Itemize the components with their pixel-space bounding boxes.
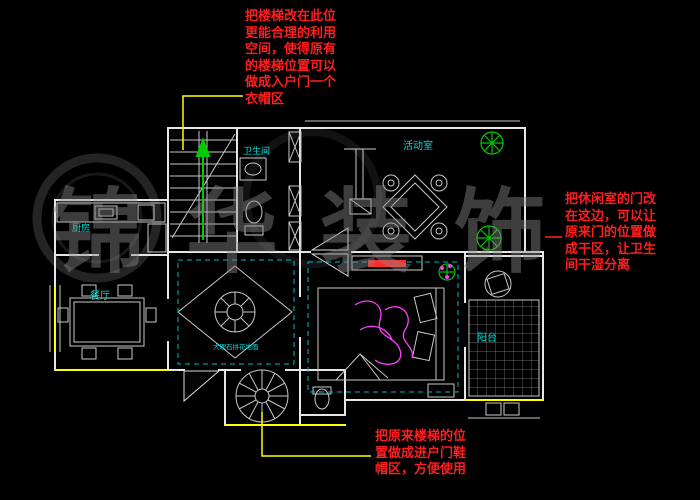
balcony-tile-floor [468,299,540,397]
leader-lines [182,95,371,457]
watermark-emblem [32,128,382,283]
annotation-leisure-room-door: 把休闲室的门改 在这边，可以让 原来门的位置做 成干区，让卫生 间干湿分离 [565,191,656,274]
label-bathroom: 卫生间 [243,145,270,156]
annotation-line: 衣帽区 [245,90,285,106]
door-symbols [183,227,349,403]
annotation-line: 把休闲室的门改 [565,191,657,206]
annotation-line: 在这边，可以让 [565,207,657,223]
flower-accents [440,264,452,279]
annotation-line: 的楼梯位置可以 [245,57,337,73]
annotation-line: 置做成进户门鞋 [375,444,467,460]
annotation-stairs-relocation: 把楼梯改在此位 更能合理的利用 空间，使得原有 的楼梯位置可以 做成入户门一个 … [245,8,336,107]
annotation-line: 帽区，方便使用 [375,461,467,476]
annotation-line: 做成入户门一个 [245,74,337,89]
annotation-entry-shoe-area: 把原来楼梯的位 置做成进户门鞋 帽区，方便使用 [375,428,466,478]
room-labels: 卫生间 活动室 厨房 餐厅 阳台 大理石拼花地面 [72,139,497,351]
label-activity-room: 活动室 [403,139,433,152]
tv-accent [368,260,406,267]
window-lines [54,285,543,426]
stair-arrow [195,137,211,240]
label-balcony: 阳台 [477,331,497,344]
annotation-line: 间干湿分离 [565,257,631,272]
label-kitchen: 厨房 [72,222,90,233]
label-dining: 餐厅 [90,289,110,302]
label-foyer-note: 大理石拼花地面 [213,342,259,351]
annotation-line: 把楼梯改在此位 [245,8,337,23]
annotation-line: 原来门的位置做 [565,224,657,239]
annotation-line: 把原来楼梯的位 [375,428,467,443]
furniture-accents [354,300,413,365]
plant-icon [438,131,504,281]
annotation-line: 空间，使得原有 [245,41,337,56]
annotation-line: 成干区，让卫生 [565,240,657,256]
annotation-line: 更能合理的利用 [245,24,337,40]
walls [54,127,544,426]
